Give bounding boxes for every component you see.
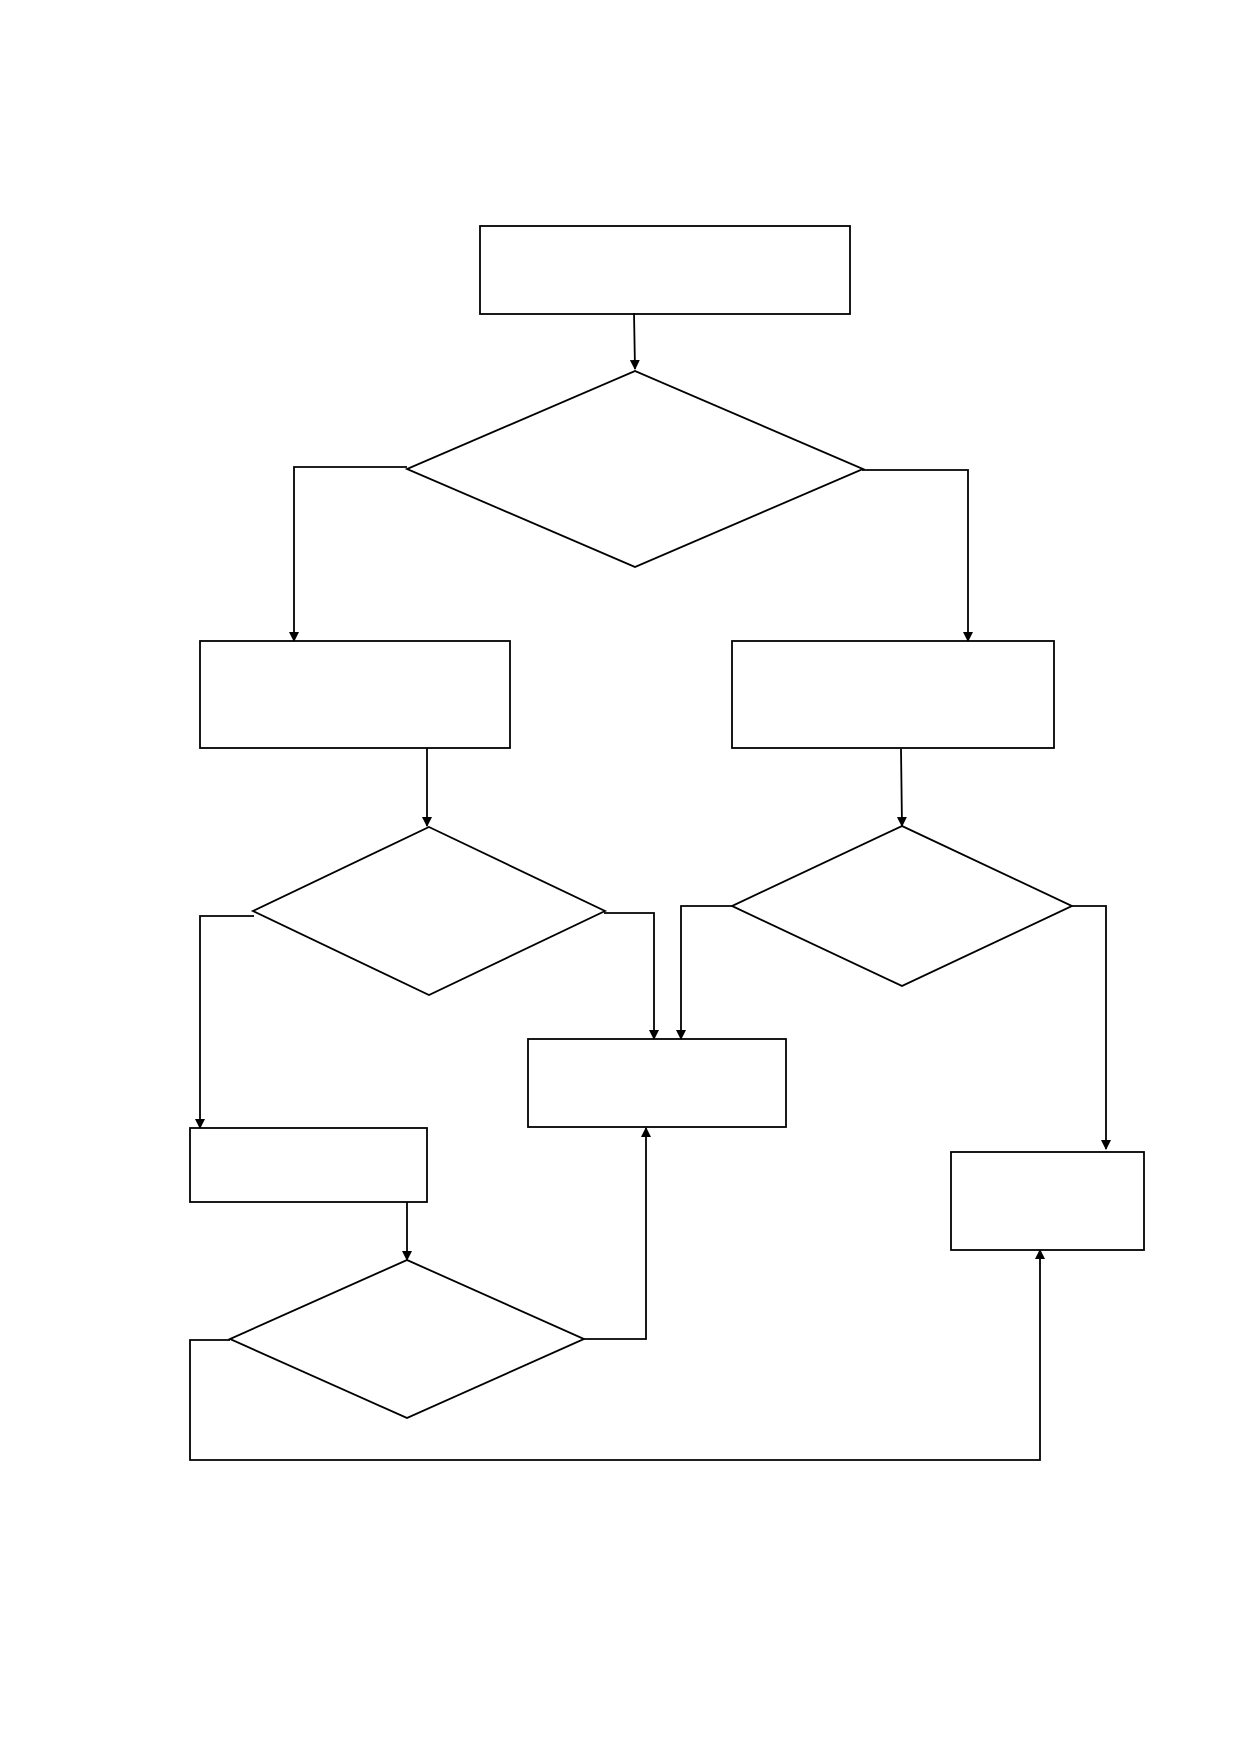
connector-decision-3-to-process-4 (676, 905, 732, 1040)
process-box-process-5 (189, 1127, 428, 1203)
process-box-process-1 (479, 225, 851, 315)
connector-decision-1-to-process-3 (862, 469, 973, 642)
decision-box-decision-3 (729, 825, 1075, 987)
process-box-process-4 (527, 1038, 787, 1128)
connector-decision-4-to-process-4 (584, 1127, 651, 1340)
decision-box-decision-4 (227, 1259, 587, 1419)
edges-layer (189, 312, 1111, 1461)
connector-decision-1-to-process-2 (289, 466, 407, 642)
connector-decision-3-to-process-6 (1072, 905, 1111, 1150)
process-box-process-6 (950, 1151, 1145, 1251)
decision-box-decision-1 (404, 370, 866, 568)
connector-process-1-to-decision-1 (629, 312, 640, 370)
process-box-process-3 (731, 640, 1055, 749)
decision-box-decision-2 (250, 826, 608, 996)
connector-decision-2-to-process-4 (604, 912, 659, 1040)
connector-decision-4-to-process-6 (189, 1249, 1045, 1461)
connector-process-3-to-decision-3 (896, 748, 907, 827)
process-box-process-2 (199, 640, 511, 749)
connector-decision-2-to-process-5 (195, 915, 254, 1129)
nodes-layer (189, 225, 1145, 1419)
